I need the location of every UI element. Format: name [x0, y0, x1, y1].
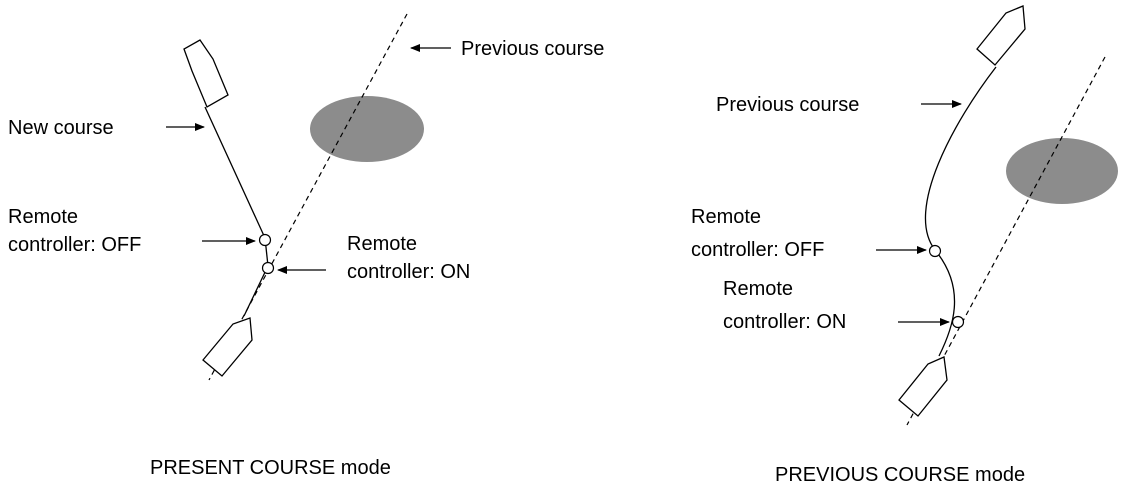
waypoint-remote-on-right [951, 315, 965, 329]
label-remote-on-right-line2: controller: ON [723, 311, 846, 333]
new-course-line [204, 106, 266, 239]
label-remote-off-left-line1: Remote [8, 206, 78, 228]
waypoint-remote-off-right [928, 244, 942, 258]
caption-previous-course-mode: PREVIOUS COURSE mode [775, 464, 1025, 486]
label-remote-off-left-line2: controller: OFF [8, 234, 141, 256]
previous-course-panel: Previous course Remote controller: OFF R… [691, 5, 1118, 486]
label-remote-off-right-line1: Remote [691, 206, 761, 228]
waypoint-remote-off-left [258, 233, 272, 247]
previous-course-line-left [208, 13, 408, 381]
label-previous-course-right: Previous course [716, 94, 859, 116]
label-remote-on-left-line2: controller: ON [347, 261, 470, 283]
previous-course-line-right [906, 56, 1106, 426]
caption-present-course-mode: PRESENT COURSE mode [150, 457, 391, 479]
boat-icon-lower-left [202, 317, 253, 377]
label-remote-on-right-line1: Remote [723, 278, 793, 300]
obstacle-left [310, 96, 424, 162]
present-course-panel: Previous course New course Remote contro… [8, 13, 604, 479]
boat-icon-lower-right [898, 356, 948, 417]
boat-icon-upper-left [183, 39, 229, 108]
label-new-course: New course [8, 117, 114, 139]
waypoint-remote-on-left [261, 261, 275, 275]
label-previous-course-left: Previous course [461, 38, 604, 60]
boat-icon-upper-right [976, 5, 1026, 66]
curved-course-line-right [924, 66, 997, 357]
approach-course-line-left [243, 265, 269, 317]
label-remote-on-left-line1: Remote [347, 233, 417, 255]
obstacle-right [1006, 138, 1118, 204]
label-remote-off-right-line2: controller: OFF [691, 239, 824, 261]
